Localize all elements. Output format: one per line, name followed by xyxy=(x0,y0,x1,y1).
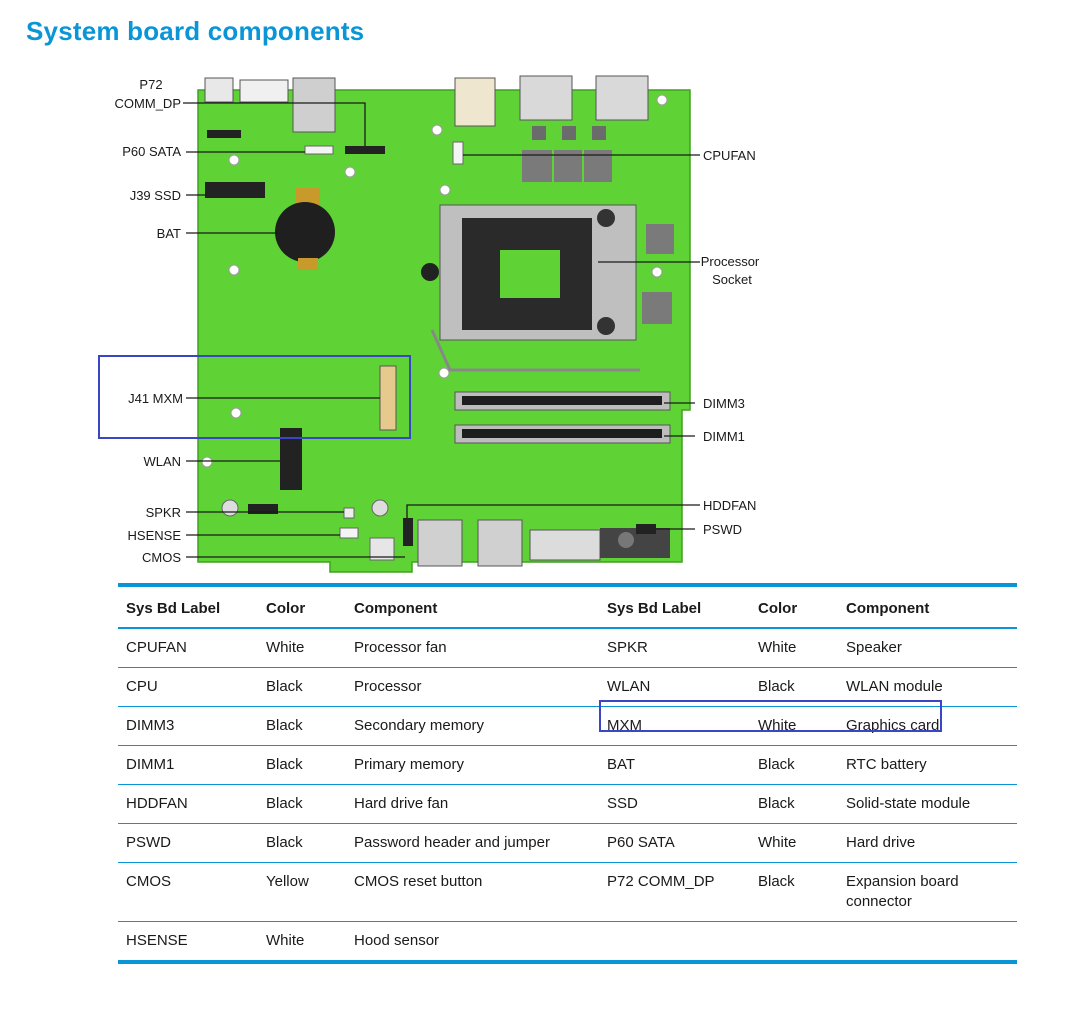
table-cell: SPKR xyxy=(599,628,750,668)
table-row: CPUFAN White Processor fan SPKR White Sp… xyxy=(118,628,1017,668)
page-title: System board components xyxy=(26,16,365,46)
table-cell: White xyxy=(750,823,838,863)
callout-hsense: HSENSE xyxy=(128,528,182,543)
processor-socket xyxy=(421,204,674,372)
table-cell xyxy=(599,922,750,963)
callout-hddfan: HDDFAN xyxy=(703,498,756,513)
callout-socket: Socket xyxy=(712,272,752,287)
wlan-slot xyxy=(280,428,302,490)
table-cell: Yellow xyxy=(258,862,346,922)
table-cell: P72 COMM_DP xyxy=(599,862,750,922)
col-header-label: Sys Bd Label xyxy=(118,585,258,629)
component-table-wrap: Sys Bd Label Color Component Sys Bd Labe… xyxy=(118,583,1017,964)
table-cell: Black xyxy=(258,667,346,707)
table-cell xyxy=(750,922,838,963)
table-cell: HSENSE xyxy=(126,932,188,949)
dimm-slots xyxy=(454,391,671,444)
callout-j41-mxm: J41 MXM xyxy=(128,391,183,406)
table-cell: SSD xyxy=(599,784,750,824)
table-cell: Processor fan xyxy=(346,628,599,668)
table-row: HDDFAN Black Hard drive fan SSD Black So… xyxy=(118,784,1017,824)
table-cell: Black xyxy=(750,862,838,922)
table-cell: Black xyxy=(258,784,346,824)
callout-p60-sata: P60 SATA xyxy=(122,144,181,159)
table-cell: CMOS xyxy=(118,862,258,922)
mounting-holes xyxy=(201,94,668,468)
callout-spkr: SPKR xyxy=(146,505,181,520)
callout-cmos: CMOS xyxy=(142,550,181,565)
table-cell: Black xyxy=(750,745,838,785)
table-cell: P60 SATA xyxy=(599,823,750,863)
table-cell: Solid-state module xyxy=(838,784,1017,824)
table-cell: Black xyxy=(258,745,346,785)
col-header-component: Component xyxy=(838,585,1017,629)
callout-p72: P72 xyxy=(139,77,162,92)
table-cell: White xyxy=(750,628,838,668)
table-cell: HDDFAN xyxy=(118,784,258,824)
col-header-component: Component xyxy=(346,585,599,629)
table-row: DIMM3 Black Secondary memory MXM White G… xyxy=(118,706,1017,746)
table-cell: DIMM3 xyxy=(118,706,258,746)
col-header-color: Color xyxy=(258,585,346,629)
callout-dimm1: DIMM1 xyxy=(703,429,745,444)
top-io-connectors xyxy=(204,75,649,182)
table-cell: Expansion board connector xyxy=(838,862,1017,922)
table-cell: Hood sensor xyxy=(354,932,440,949)
table-cell: Processor xyxy=(346,667,599,707)
callout-comm-dp: COMM_DP xyxy=(115,96,181,111)
table-row: HSENSE White Hood sensor xyxy=(118,922,1017,963)
table-cell: CPU xyxy=(118,667,258,707)
system-board-diagram: P72 COMM_DP P60 SATA J39 SSD BAT J41 MXM… xyxy=(98,75,760,573)
ssd-slot xyxy=(205,182,265,198)
cpufan-header xyxy=(452,141,464,165)
table-cell: White xyxy=(750,706,838,746)
table-cell: PSWD xyxy=(118,823,258,863)
table-cell: MXM xyxy=(599,706,750,746)
callout-dimm3: DIMM3 xyxy=(703,396,745,411)
table-cell: CMOS reset button xyxy=(346,862,599,922)
rtc-battery xyxy=(275,188,335,270)
callout-processor: Processor xyxy=(701,254,760,269)
table-row: CMOS Yellow CMOS reset button P72 COMM_D… xyxy=(118,862,1017,922)
table-cell: Graphics card xyxy=(838,706,1017,746)
callout-cpufan: CPUFAN xyxy=(703,148,756,163)
callout-wlan: WLAN xyxy=(143,454,181,469)
bottom-io-connectors xyxy=(221,499,670,567)
table-cell xyxy=(838,922,1017,963)
table-header-row: Sys Bd Label Color Component Sys Bd Labe… xyxy=(118,585,1017,629)
mxm-highlight-box xyxy=(98,355,411,439)
table-cell: BAT xyxy=(599,745,750,785)
table-cell: White xyxy=(266,932,305,949)
table-cell: CPUFAN xyxy=(118,628,258,668)
table-cell: Black xyxy=(750,784,838,824)
table-cell: Primary memory xyxy=(346,745,599,785)
table-cell: Hard drive xyxy=(838,823,1017,863)
table-cell: Speaker xyxy=(838,628,1017,668)
table-row: PSWD Black Password header and jumper P6… xyxy=(118,823,1017,863)
component-table: Sys Bd Label Color Component Sys Bd Labe… xyxy=(118,583,1017,964)
mxm-row-highlight xyxy=(599,700,942,732)
sata-connector xyxy=(304,145,334,155)
mxm-connector xyxy=(379,365,397,431)
table-cell: DIMM1 xyxy=(118,745,258,785)
col-header-color: Color xyxy=(750,585,838,629)
callout-leaders xyxy=(183,102,700,558)
callout-j39-ssd: J39 SSD xyxy=(130,188,181,203)
table-cell: RTC battery xyxy=(838,745,1017,785)
table-cell: Black xyxy=(258,823,346,863)
table-cell: White xyxy=(258,628,346,668)
table-row: DIMM1 Black Primary memory BAT Black RTC… xyxy=(118,745,1017,785)
callout-pswd: PSWD xyxy=(703,522,742,537)
callout-bat: BAT xyxy=(157,226,181,241)
comm-dp-connector xyxy=(345,146,385,154)
table-cell: Black xyxy=(258,706,346,746)
col-header-label: Sys Bd Label xyxy=(599,585,750,629)
table-cell: Hard drive fan xyxy=(346,784,599,824)
table-cell: Secondary memory xyxy=(346,706,599,746)
table-cell: Password header and jumper xyxy=(346,823,599,863)
